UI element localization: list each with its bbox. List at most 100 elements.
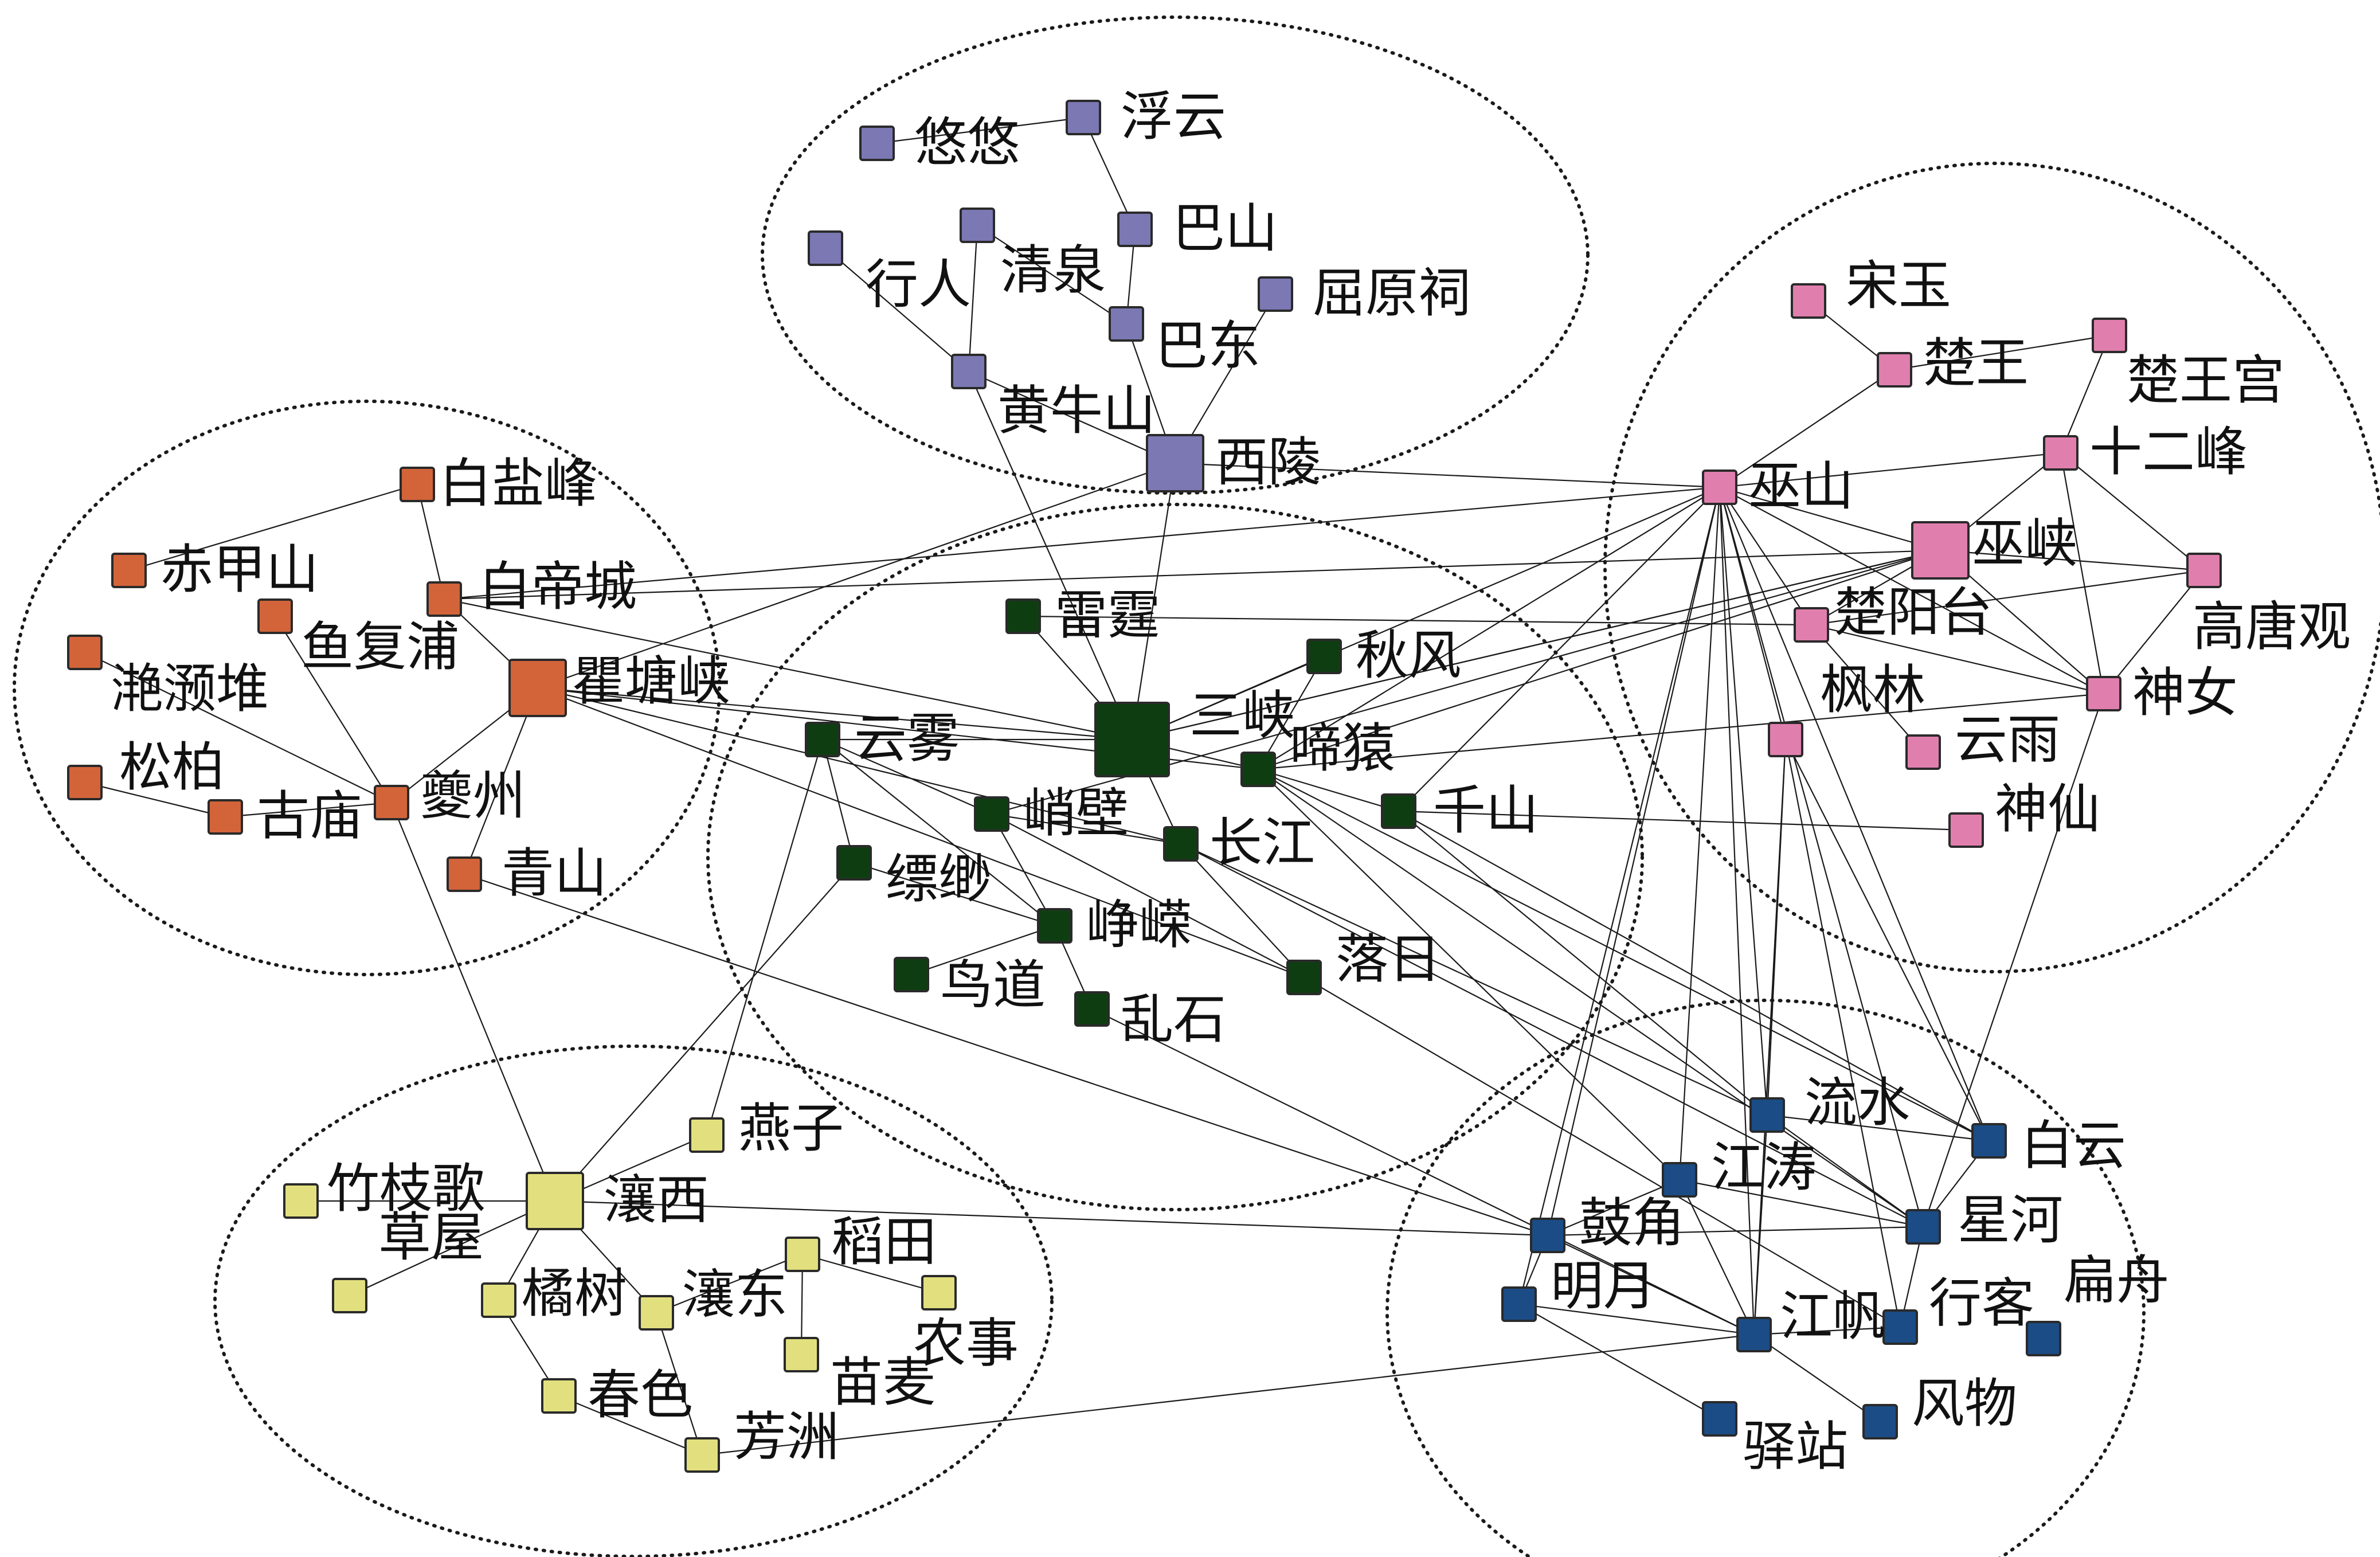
node-zhuzhige: 竹枝歌 [283,1158,485,1219]
edge-wushan-shennv [1719,487,2104,694]
blue-cluster [1385,999,2146,1557]
edge-wushan-guqiao [1547,487,1721,1236]
node-qingshan: 青山 [447,843,607,904]
yellow-cluster [213,1044,1054,1557]
node-label-badong: 巴东 [1155,315,1261,377]
node-label-xiling: 西陵 [1215,432,1321,493]
node-marker-songyu [1791,283,1826,319]
edge-tiyuan-baiyun [1258,769,1990,1141]
node-label-yunwu: 云雾 [854,708,960,769]
node-marker-badong [1109,306,1144,342]
node-zhengrong: 峥嵘 [1037,894,1192,956]
node-marker-baiyanfeng [400,467,435,502]
edge-jiangtao-guqiao [1547,1179,1680,1237]
edge-tiyuan-qianshan [1258,768,1399,812]
node-marker-chuyangtai [1794,607,1829,643]
edge-liushui-xinghe [1767,1114,1924,1227]
node-label-yanzi: 燕子 [738,1098,844,1159]
edge-qianshan-liushui [1398,811,1768,1116]
edge-jiangfan-fengwu [1753,1334,1881,1422]
node-label-fengwu: 风物 [1912,1373,2017,1434]
node-gumiao: 古庙 [208,785,362,847]
node-yanyudui: 滟滪堆 [67,635,269,719]
node-label-fuyun: 浮云 [1121,86,1226,147]
edge-wuxia-sanxia [1132,549,1941,741]
edge-baidicheng-sanxia [444,598,1133,741]
node-label-piaomiao: 缥缈 [886,848,991,910]
edge-wuxia-gaotangguan [1940,549,2205,572]
node-baiyun: 白云 [1971,1115,2126,1176]
edge-fenglin-xingke [1784,739,1901,1328]
edge-fangzhou-jiangfan [702,1333,1755,1456]
edge-qutangxia-luori [537,687,1305,979]
node-sanxia: 三峡 [1094,685,1295,777]
node-marker-qingshan [447,856,482,892]
node-marker-nongshi [921,1275,957,1310]
cluster-boundaries [13,15,2380,1557]
edge-fuyun-bashan [1083,117,1136,230]
node-marker-youyou [859,126,895,161]
edge-fenglin-jiangfan [1753,739,1787,1335]
node-marker-chuwang [1877,352,1912,388]
edge-qingquan-badong [977,225,1127,324]
node-label-xingren: 行人 [866,254,971,315]
node-chunse: 春色 [541,1364,693,1426]
node-marker-quyuanci [1258,276,1293,312]
node-caowu: 草屋 [332,1207,484,1313]
node-marker-miaomai [784,1337,819,1372]
node-xiling: 西陵 [1146,432,1321,493]
node-marker-daotian [785,1237,820,1272]
node-bianzhou: 扁舟 [2026,1250,2169,1356]
node-label-baiyanfeng: 白盐峰 [439,453,597,514]
edge-chuwanggong-shierfeng [2060,335,2111,453]
edge-wushan-wuxia [1719,486,1941,551]
node-label-songbai: 松柏 [119,737,225,798]
node-label-fangzhou: 芳洲 [734,1406,839,1468]
edge-tiyuan-wushan [1258,487,1720,770]
node-youyou: 悠悠 [859,112,1020,173]
node-nongshi: 农事 [913,1275,1019,1374]
node-label-shierfeng: 十二峰 [2089,421,2248,483]
node-marker-caowu [332,1278,367,1313]
node-label-qutangxia: 瞿塘峡 [572,651,730,712]
edge-liushui-baiyun [1767,1114,1990,1142]
edge-rangxi-guqiao [554,1200,1548,1237]
edge-yunwu-piaomiao [821,739,855,863]
node-baiyanfeng: 白盐峰 [400,453,597,514]
edge-luori-xingke [1303,977,1901,1328]
node-label-daotian: 稻田 [831,1211,937,1273]
edge-chuwang-chuwanggong [1894,334,2110,371]
node-changjiang: 长江 [1163,812,1315,874]
edge-guqiao-xinghe [1547,1226,1924,1237]
node-xinghe: 星河 [1905,1190,2063,1251]
node-marker-changjiang [1163,826,1199,862]
node-label-chuwanggong: 楚王宫 [2127,350,2285,411]
node-label-jiangfan: 江帆 [1780,1286,1885,1347]
node-gaotangguan: 高唐观 [2186,553,2351,658]
node-label-bianzhou: 扁舟 [2064,1250,2169,1311]
edge-tiyuan-shennv [1258,693,2104,770]
node-label-leiting: 雷霆 [1055,585,1160,646]
node-label-jushu: 橘树 [522,1263,627,1324]
node-marker-xingren [808,230,843,266]
node-marker-liushui [1749,1097,1785,1133]
node-fuyun: 浮云 [1066,86,1226,147]
edge-wushan-xinghe [1719,487,1924,1227]
node-label-baiyun: 白云 [2021,1115,2126,1176]
node-marker-yizhan [1702,1401,1737,1437]
node-yizhan: 驿站 [1702,1401,1848,1477]
edge-fenglin-baiyun [1785,739,1990,1141]
node-marker-wuxia [1911,521,1970,580]
green-cluster [706,503,1644,1211]
edge-rangdong-fangzhou [655,1312,703,1456]
node-marker-chijiashan [111,553,147,588]
node-label-zhuzhige: 竹枝歌 [327,1158,485,1219]
node-rangxi: 瀼西 [526,1169,709,1231]
node-mingyue: 明月 [1501,1255,1656,1322]
node-marker-qingquan [960,208,995,243]
edge-shierfeng-shennv [2060,452,2105,694]
node-label-qingquan: 清泉 [1000,240,1106,301]
edge-qingshan-guqiao [464,873,1548,1237]
node-rangdong: 瀼东 [639,1264,788,1331]
